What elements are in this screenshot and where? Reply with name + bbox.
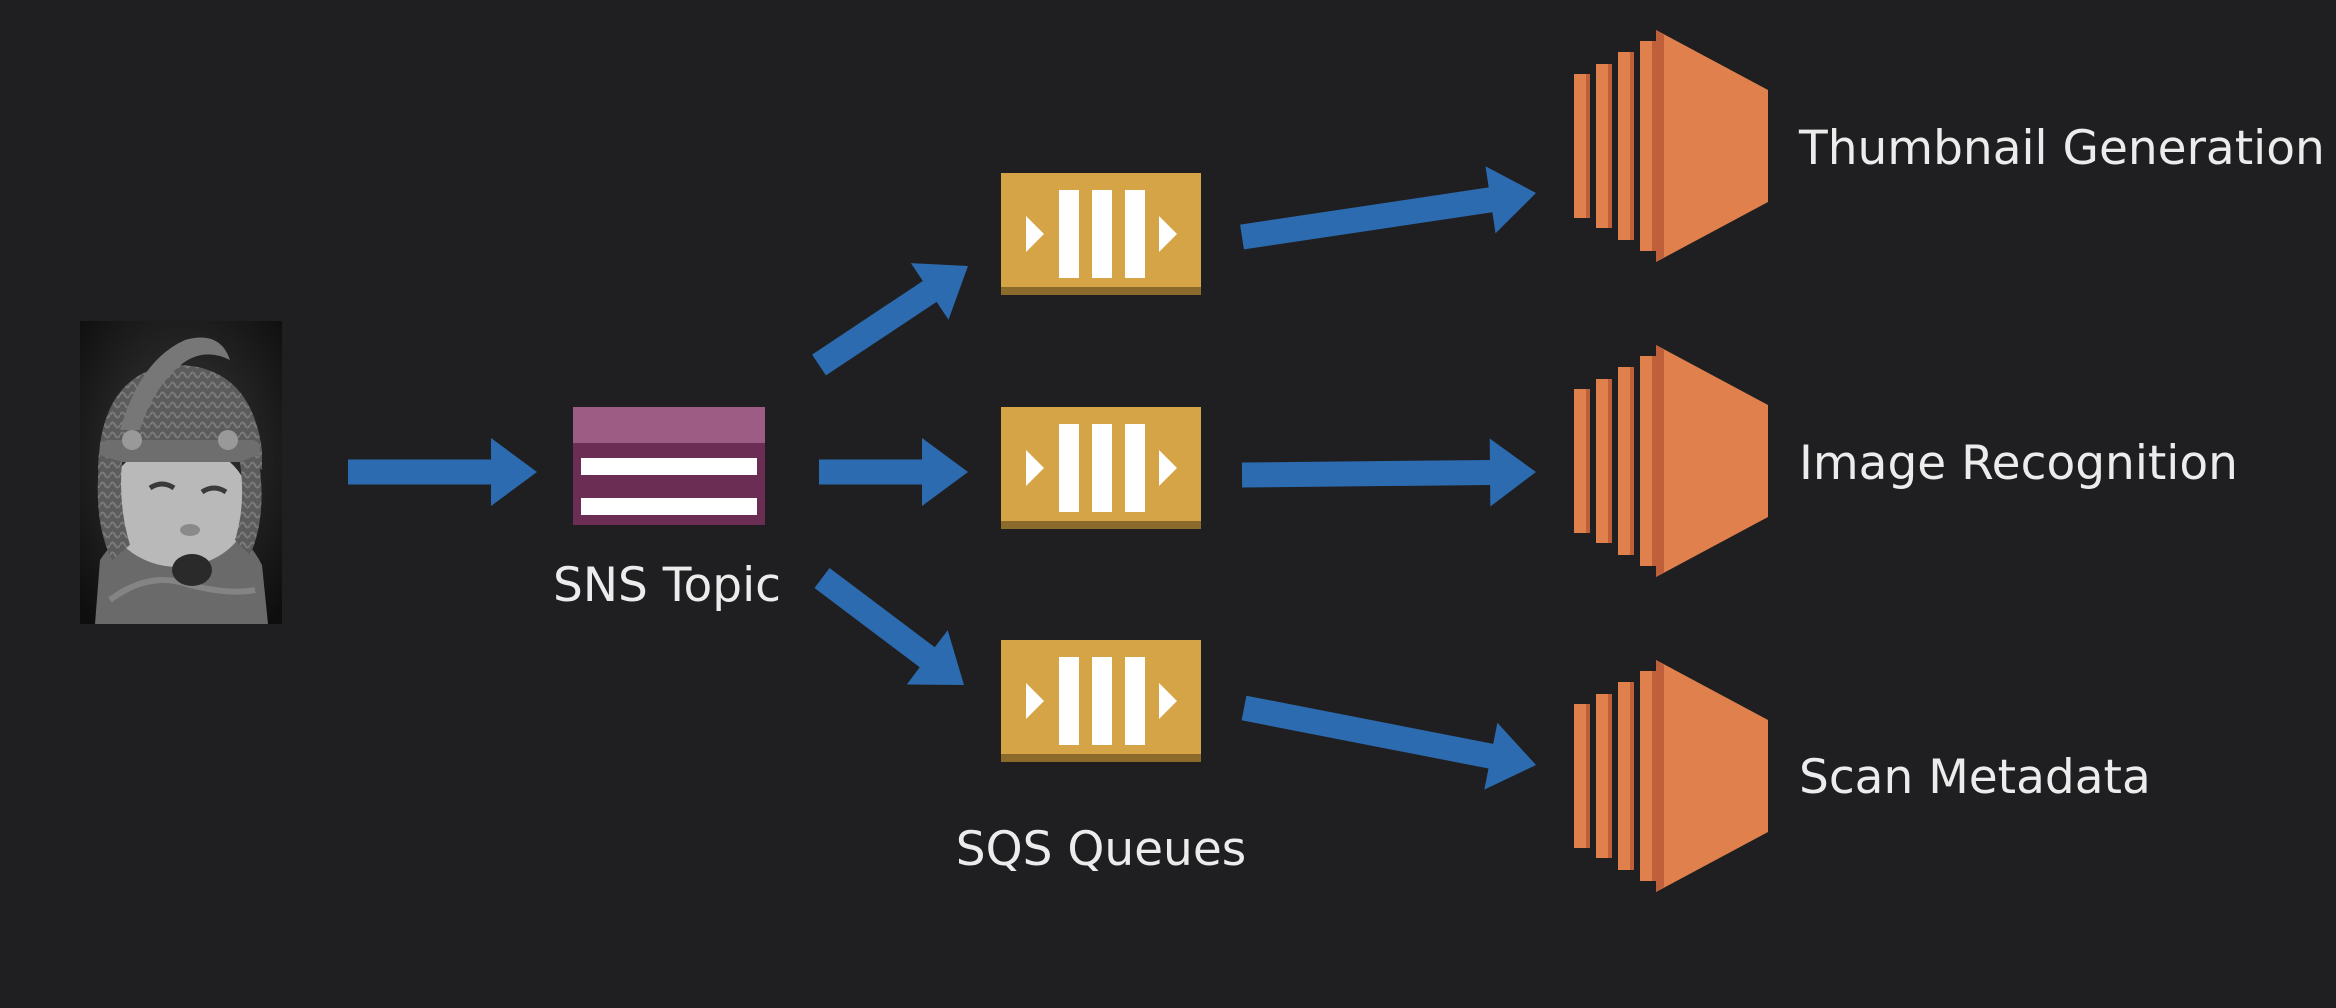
arrow-photo-to-sns bbox=[348, 438, 537, 506]
arrow-queue-2-to-recognition bbox=[1241, 438, 1536, 507]
sqs-queue-icon bbox=[1001, 407, 1201, 529]
ec2-instance-icon bbox=[1574, 30, 1768, 262]
consumer-label-image-recognition: Image Recognition bbox=[1799, 436, 2238, 491]
arrow-queue-3-to-metadata bbox=[1241, 695, 1536, 790]
arrow-sns-to-queue-1 bbox=[812, 263, 968, 376]
baby-photo-icon bbox=[80, 321, 282, 624]
ec2-instance-icon bbox=[1574, 660, 1768, 892]
arrow-queue-1-to-thumbnail bbox=[1240, 166, 1536, 250]
sqs-queues-group bbox=[1001, 173, 1201, 762]
arrow-sns-to-queue-2 bbox=[819, 438, 968, 506]
arrow-sns-to-queue-3 bbox=[814, 568, 964, 685]
sqs-queue-icon bbox=[1001, 173, 1201, 295]
sqs-queues-label: SQS Queues bbox=[955, 822, 1247, 877]
ec2-instance-icon bbox=[1574, 345, 1768, 577]
consumer-label-scan-metadata: Scan Metadata bbox=[1799, 750, 2151, 805]
consumer-label-thumbnail: Thumbnail Generation bbox=[1799, 121, 2325, 176]
sns-topic-icon bbox=[573, 407, 765, 525]
sqs-queue-icon bbox=[1001, 640, 1201, 762]
arrows-layer bbox=[348, 166, 1536, 790]
sns-topic-label: SNS Topic bbox=[553, 558, 781, 613]
ec2-instances-group bbox=[1574, 30, 1768, 892]
